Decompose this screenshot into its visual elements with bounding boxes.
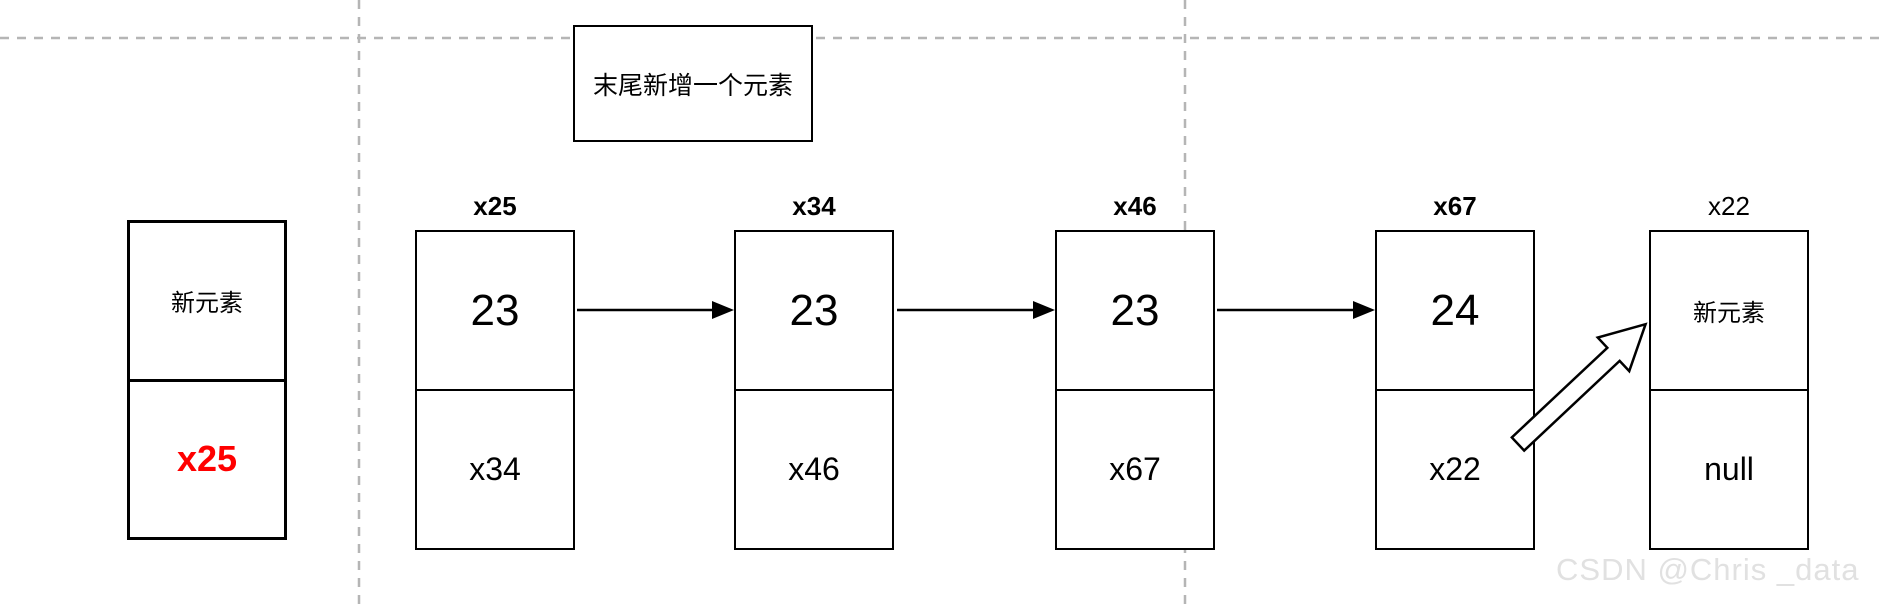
new-element-node: 新元素 x25 — [127, 220, 287, 540]
node-next-pointer: x67 — [1109, 451, 1161, 487]
connector-arrowhead-icon-2 — [1033, 301, 1055, 319]
node-value: 23 — [1110, 285, 1160, 335]
node-next-pointer: null — [1704, 451, 1754, 487]
node-value-cell: 23 — [417, 232, 573, 391]
new-element-pointer: x25 — [176, 438, 238, 480]
node-address-label-x34: x34 — [792, 191, 836, 221]
node-next-cell: x46 — [736, 391, 892, 548]
node-address-label-x22: x22 — [1708, 191, 1750, 221]
new-element-value: 新元素 — [171, 290, 243, 318]
annotation-text: 末尾新增一个元素 — [592, 71, 793, 100]
node-value: 24 — [1430, 285, 1480, 335]
annotation-box: 末尾新增一个元素 — [573, 25, 813, 142]
list-node-x67: 24 x22 — [1375, 230, 1535, 550]
connector-arrowhead-icon-1 — [712, 301, 734, 319]
list-node-x46: 23 x67 — [1055, 230, 1215, 550]
node-value: 23 — [470, 285, 520, 335]
node-address-label-x25: x25 — [473, 191, 517, 221]
new-element-value-cell: 新元素 — [130, 223, 284, 382]
node-value-cell: 新元素 — [1651, 232, 1807, 391]
node-next-cell: x67 — [1057, 391, 1213, 548]
node-value: 23 — [789, 285, 839, 335]
node-next-cell: x34 — [417, 391, 573, 548]
node-next-cell: null — [1651, 391, 1807, 548]
node-next-pointer: x34 — [469, 451, 521, 487]
node-next-pointer: x46 — [788, 451, 840, 487]
node-value: 新元素 — [1693, 300, 1765, 327]
csdn-watermark: CSDN @Chris _data — [1556, 552, 1860, 587]
node-address-label-x46: x46 — [1113, 191, 1157, 221]
node-value-cell: 24 — [1377, 232, 1533, 391]
list-node-x34: 23 x46 — [734, 230, 894, 550]
list-node-x22: 新元素 null — [1649, 230, 1809, 550]
node-address-label-x67: x67 — [1433, 191, 1477, 221]
node-value-cell: 23 — [736, 232, 892, 391]
node-next-pointer: x22 — [1429, 451, 1481, 487]
node-value-cell: 23 — [1057, 232, 1213, 391]
new-element-pointer-cell: x25 — [130, 381, 284, 537]
connector-arrowhead-icon-3 — [1353, 301, 1375, 319]
list-node-x25: 23 x34 — [415, 230, 575, 550]
node-next-cell: x22 — [1377, 391, 1533, 548]
